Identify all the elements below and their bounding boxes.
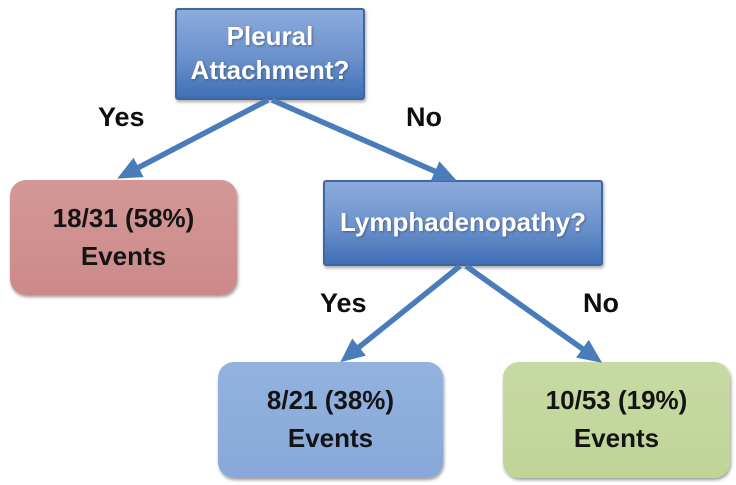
leaf-lymph-no: 10/53 (19%) Events bbox=[503, 362, 730, 478]
leaf-lymph-yes-value: 8/21 (38%) bbox=[266, 385, 395, 416]
node-lymphadenopathy-label: Lymphadenopathy? bbox=[339, 207, 587, 238]
node-lymphadenopathy: Lymphadenopathy? bbox=[323, 180, 603, 266]
arrow-root-yes bbox=[117, 97, 270, 179]
leaf-lymph-yes: 8/21 (38%) Events bbox=[218, 362, 443, 478]
node-pleural-attachment-label: Pleural Attachment? bbox=[190, 21, 350, 85]
leaf-pleural-yes-caption: Events bbox=[80, 240, 167, 271]
leaf-pleural-yes: 18/31 (58%) Events bbox=[10, 180, 237, 295]
leaf-lymph-no-value: 10/53 (19%) bbox=[545, 385, 688, 416]
leaf-lymph-no-caption: Events bbox=[573, 423, 660, 453]
node-pleural-attachment: Pleural Attachment? bbox=[175, 8, 365, 100]
edge-label-lymph-no: No bbox=[583, 288, 619, 318]
leaf-lymph-yes-caption: Events bbox=[287, 423, 374, 453]
edge-label-lymph-yes: Yes bbox=[320, 288, 367, 318]
arrow-lymph-no bbox=[464, 263, 603, 363]
leaf-pleural-yes-value: 18/31 (58%) bbox=[52, 202, 195, 233]
edge-label-root-no: No bbox=[406, 102, 442, 132]
edge-label-root-yes: Yes bbox=[98, 102, 145, 132]
